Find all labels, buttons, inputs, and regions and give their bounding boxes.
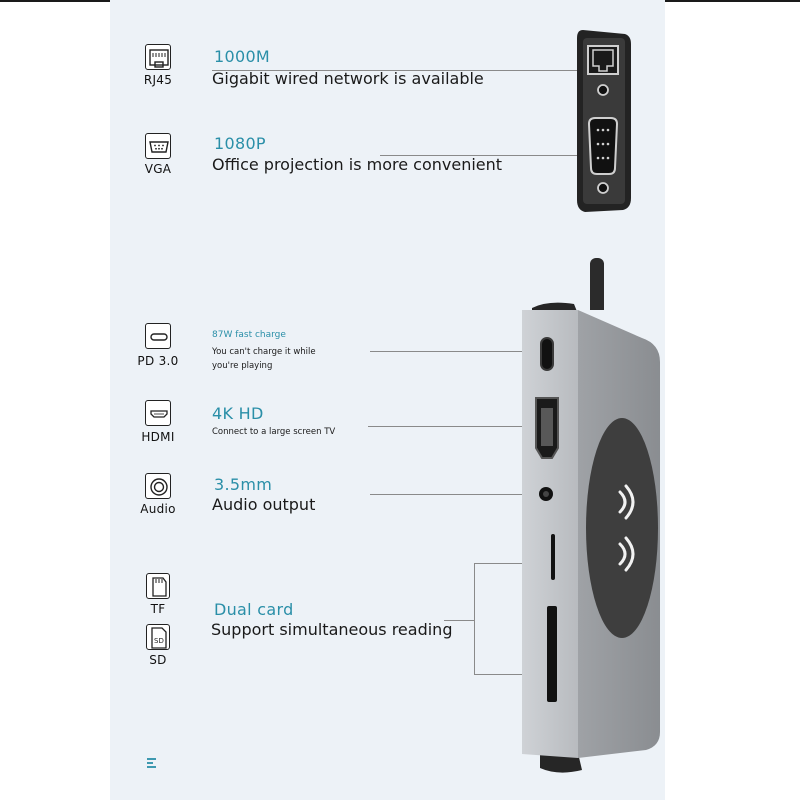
pd-description-line1: You can't charge it while	[212, 347, 316, 357]
menu-lines-icon	[146, 754, 158, 773]
rj45-label: RJ45	[143, 73, 173, 87]
svg-text:SD: SD	[154, 637, 164, 645]
device-cable	[590, 258, 604, 310]
pd-title: 87W fast charge	[212, 330, 286, 340]
rj45-title: 1000M	[214, 47, 271, 66]
card-title: Dual card	[214, 600, 294, 619]
rj45-leader-line	[212, 70, 602, 71]
card-bracket-top	[474, 563, 528, 564]
vga-port-icon	[145, 133, 171, 159]
rj45-description: Gigabit wired network is available	[212, 69, 484, 88]
ethernet-port-icon	[145, 44, 171, 70]
pd-label: PD 3.0	[137, 354, 179, 368]
card-description: Support simultaneous reading	[211, 620, 453, 639]
audio-leader-line	[370, 494, 528, 495]
pd-description-line2: you're playing	[212, 361, 273, 371]
vga-leader-line	[380, 155, 602, 156]
hdmi-description: Connect to a large screen TV	[212, 427, 336, 437]
vga-title: 1080P	[214, 134, 266, 153]
sd-label: SD	[149, 653, 167, 667]
tf-card-icon	[146, 573, 170, 599]
sd-card-icon: SD	[146, 624, 170, 650]
hdmi-label: HDMI	[141, 430, 175, 444]
pd-leader-line	[370, 351, 528, 352]
hdmi-leader-line	[368, 426, 528, 427]
audio-label: Audio	[140, 502, 176, 516]
audio-description: Audio output	[212, 495, 316, 514]
card-bracket-line	[474, 563, 475, 674]
usb-c-port-icon	[145, 323, 171, 349]
audio-title: 3.5mm	[214, 475, 273, 494]
hdmi-port-icon	[145, 400, 171, 426]
card-leader-line	[444, 620, 474, 621]
audio-jack-icon	[145, 473, 171, 499]
device-top-end	[575, 30, 631, 212]
vga-description: Office projection is more convenient	[212, 155, 503, 174]
hdmi-title: 4K HD	[212, 404, 264, 423]
vga-label: VGA	[144, 162, 172, 176]
tf-label: TF	[150, 602, 166, 616]
device-body	[518, 298, 668, 800]
card-bracket-bottom	[474, 674, 528, 675]
